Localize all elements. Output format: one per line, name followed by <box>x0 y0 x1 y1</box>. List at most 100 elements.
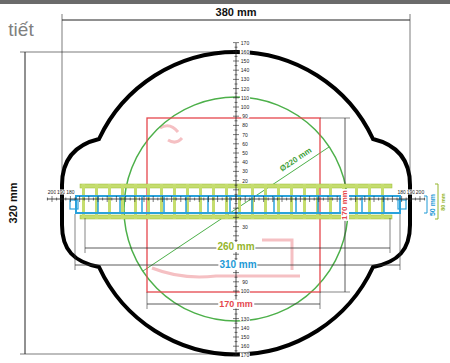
ruler-tick <box>233 116 239 117</box>
ruler-tick <box>233 355 239 356</box>
ruler-number: 170 <box>240 353 250 358</box>
ruler-number: 90 <box>241 114 249 119</box>
ruler-tick <box>235 194 238 195</box>
ruler-tick <box>332 198 333 201</box>
ruler-tick <box>263 196 264 202</box>
ruler-tick <box>235 185 238 186</box>
ruler-tick <box>323 198 324 201</box>
dimension-line <box>62 20 410 21</box>
ruler-tick <box>277 198 278 201</box>
square-outline <box>147 118 320 292</box>
ruler-number: 160 <box>240 344 250 349</box>
ruler-tick <box>75 198 76 201</box>
ruler-tick <box>235 111 238 112</box>
ruler-tick <box>52 196 53 202</box>
ruler-tick <box>360 198 361 201</box>
dimension-line <box>25 52 26 354</box>
ruler-tick <box>233 281 239 282</box>
ruler-number: 200 <box>415 190 425 195</box>
ruler-tick <box>233 88 239 89</box>
ruler-tick <box>171 196 172 202</box>
ruler-tick <box>233 337 239 338</box>
rack-divider <box>185 196 187 213</box>
ruler-number: 140 <box>240 325 250 330</box>
ruler-tick <box>235 314 238 315</box>
ruler-tick <box>259 198 260 201</box>
ruler-tick <box>295 198 296 201</box>
ruler-tick <box>217 196 218 202</box>
ruler-tick <box>235 332 238 333</box>
ruler-tick <box>235 65 238 66</box>
ruler-tick <box>233 208 239 209</box>
ruler-tick <box>61 196 62 202</box>
ruler-tick <box>235 277 238 278</box>
dimension-label: 50 mm <box>429 193 436 217</box>
ruler-tick <box>233 309 239 310</box>
ruler-number: 180 <box>65 190 75 195</box>
ruler-tick <box>233 217 239 218</box>
ruler-tick <box>233 70 239 71</box>
ruler-number: 130 <box>240 316 250 321</box>
ruler-tick <box>235 148 238 149</box>
ruler-tick <box>235 157 238 158</box>
ruler-tick <box>233 254 239 255</box>
ruler-tick <box>305 198 306 201</box>
ruler-tick <box>84 198 85 201</box>
ruler-tick <box>222 198 223 201</box>
extension-line <box>320 292 321 309</box>
ruler-tick <box>387 198 388 201</box>
ruler-tick <box>213 198 214 201</box>
ruler-tick <box>318 196 319 202</box>
ruler-tick <box>272 196 273 202</box>
ruler-tick <box>233 79 239 80</box>
ruler-tick <box>249 198 250 201</box>
ruler-tick <box>88 196 89 202</box>
ruler-tick <box>286 198 287 201</box>
ruler-tick <box>235 56 238 57</box>
ruler-tick <box>233 318 239 319</box>
rack-divider <box>295 196 297 213</box>
ruler-tick <box>233 97 239 98</box>
ruler-tick <box>374 196 375 202</box>
ruler-tick <box>254 196 255 202</box>
ruler-number: 160 <box>240 49 250 54</box>
ruler-number: 80 <box>241 123 249 128</box>
ruler-tick <box>233 162 239 163</box>
extension-line <box>320 292 350 293</box>
ruler-tick <box>157 198 158 201</box>
ruler-number: 100 <box>240 105 250 110</box>
extension-line <box>20 52 236 53</box>
ruler-tick <box>134 196 135 202</box>
dimension-label: 170 mm <box>218 300 254 309</box>
ruler-tick <box>98 196 99 202</box>
ruler-tick <box>125 196 126 202</box>
ruler-tick <box>233 180 239 181</box>
rack-divider <box>229 196 231 213</box>
ruler-tick <box>233 171 239 172</box>
dimension-label: 320 mm <box>8 182 19 225</box>
height-bracket <box>424 196 427 213</box>
ruler-tick <box>233 107 239 108</box>
ruler-tick <box>392 196 393 202</box>
ruler-tick <box>167 198 168 201</box>
ruler-tick <box>235 120 238 121</box>
ruler-tick <box>231 198 232 201</box>
ruler-tick <box>93 198 94 201</box>
ruler-tick <box>235 176 238 177</box>
ruler-tick <box>245 196 246 202</box>
rack-frame <box>76 196 400 213</box>
ruler-tick <box>233 125 239 126</box>
ruler-tick <box>235 139 238 140</box>
ruler-tick <box>162 196 163 202</box>
logo-stroke <box>160 126 182 142</box>
extension-line <box>147 292 148 309</box>
rack-divider <box>119 196 121 213</box>
rack-tab <box>70 200 78 209</box>
ruler-tick <box>144 196 145 202</box>
ruler-tick <box>235 93 238 94</box>
ruler-tick <box>282 196 283 202</box>
ruler-tick <box>233 226 239 227</box>
ruler-tick <box>235 212 238 213</box>
ruler-tick <box>364 196 365 202</box>
